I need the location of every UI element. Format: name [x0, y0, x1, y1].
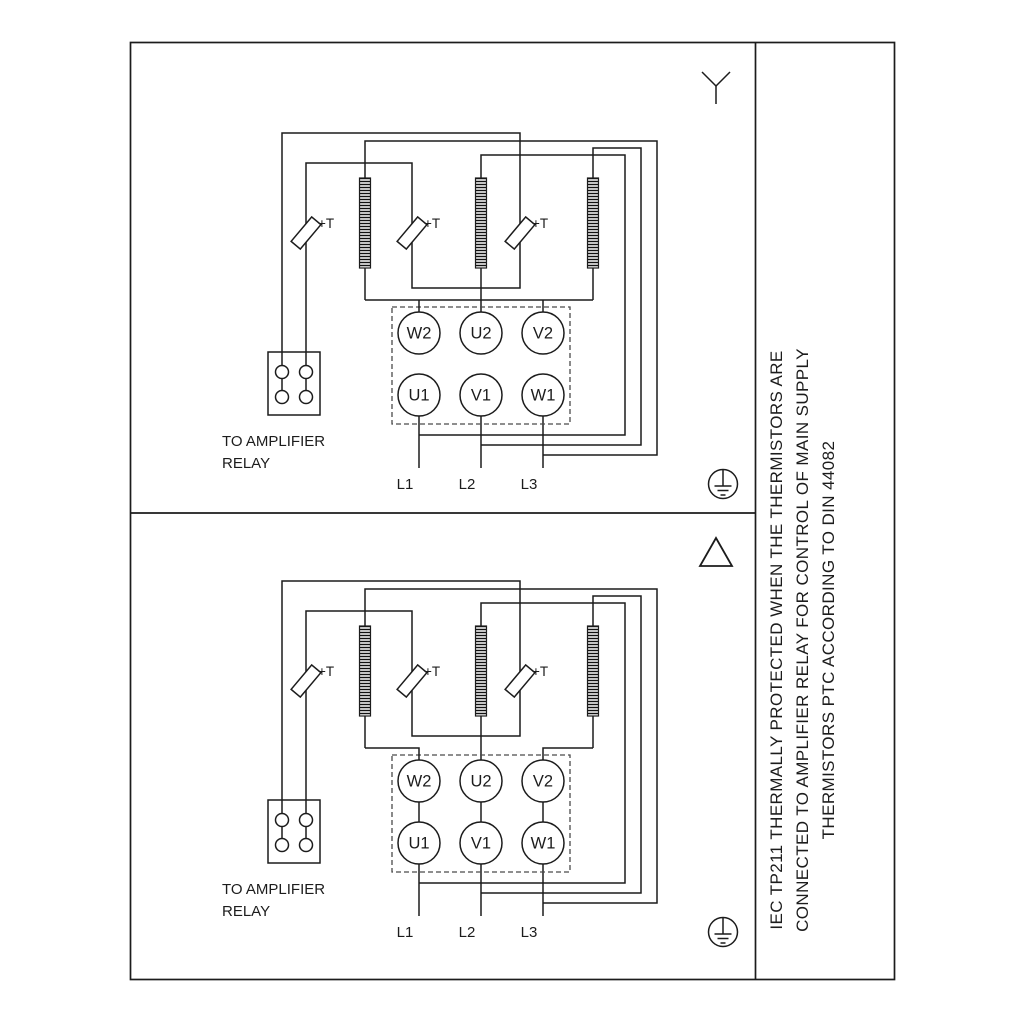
side-note-line2: CONNECTED TO AMPLIFIER RELAY FOR CONTROL…: [793, 348, 812, 932]
delta-panel-diagram: [221, 580, 739, 948]
delta-panel: [221, 536, 739, 948]
star-panel-diagram: [221, 132, 739, 500]
delta-connection-icon: [698, 536, 734, 567]
star-panel: [221, 71, 739, 500]
side-note: IEC TP211 THERMALLY PROTECTED WHEN THE T…: [767, 348, 838, 932]
drawing-border: [129, 41, 896, 981]
side-note-line3: THERMISTORS PTC ACCORDING TO DIN 44082: [819, 441, 838, 840]
star-bridge-wires: [365, 299, 593, 312]
side-note-line1: IEC TP211 THERMALLY PROTECTED WHEN THE T…: [767, 350, 786, 929]
delta-bridge-wires: [365, 747, 593, 822]
star-connection-icon: [701, 71, 731, 104]
